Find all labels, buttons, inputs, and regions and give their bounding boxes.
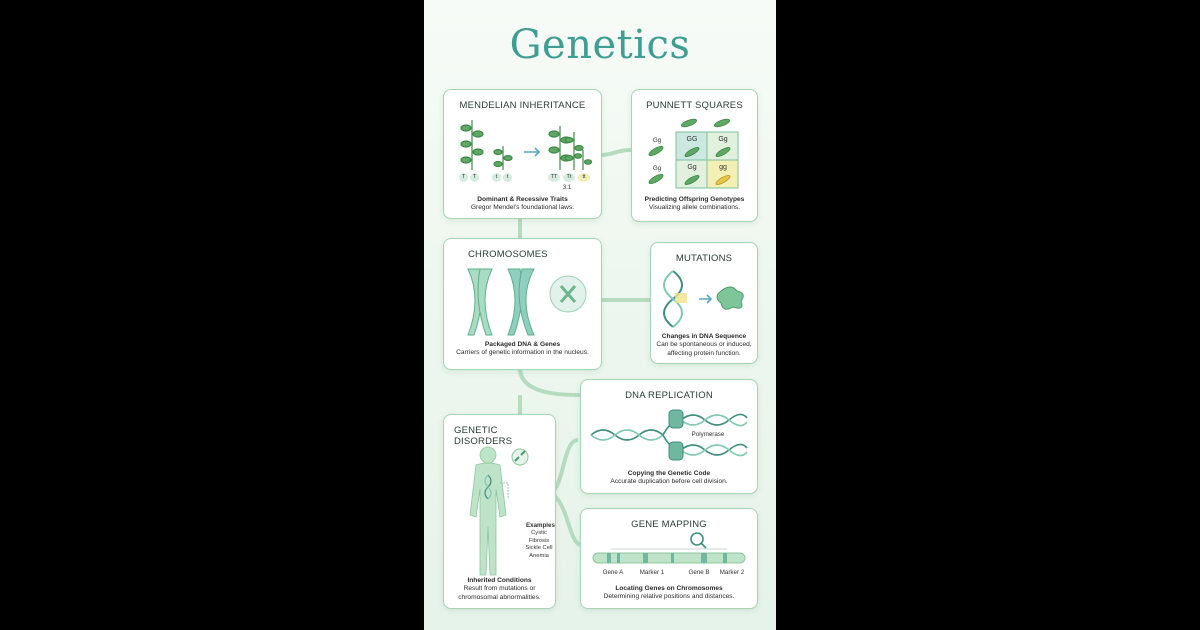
dna-replication-card: DNA REPLICATION Polymerase Copying the G… bbox=[580, 379, 758, 494]
mutations-card: MUTATIONS Changes in DNA Sequence Can be… bbox=[650, 242, 758, 364]
chromosomes-card: CHROMOSOMES Packaged DNA & Genes Carrier… bbox=[443, 238, 602, 370]
allele-label: T bbox=[470, 173, 479, 182]
caption-heading: Packaged DNA & Genes bbox=[484, 341, 561, 348]
caption-text: chromosomal abnormalities. bbox=[458, 593, 541, 601]
page-title: Genetics bbox=[509, 22, 691, 68]
dna-replication-illustration bbox=[590, 409, 748, 461]
arrow-icon bbox=[524, 147, 541, 157]
example-item: Anemia bbox=[529, 552, 549, 559]
punnett-cell: gg bbox=[719, 164, 727, 171]
broken-link-icon bbox=[511, 448, 529, 466]
punnett-cell: GG bbox=[686, 136, 698, 143]
mutations-caption: Changes in DNA Sequence Can be spontaneo… bbox=[655, 333, 753, 358]
map-label: Marker 2 bbox=[719, 569, 745, 576]
map-label: Marker 1 bbox=[639, 569, 665, 576]
example-item: Sickle Cell bbox=[525, 545, 553, 552]
allele-label: t bbox=[503, 173, 512, 182]
arrow-icon bbox=[699, 294, 713, 304]
caption-text: Visualizing allele combinations. bbox=[648, 204, 741, 212]
map-label: Gene B bbox=[688, 569, 710, 576]
human-figure-illustration bbox=[469, 446, 529, 576]
caption-text: Result from mutations or bbox=[463, 585, 536, 593]
ratio-label: 3:1 bbox=[562, 184, 572, 191]
caption-text: Can be spontaneous or induced, bbox=[656, 341, 752, 349]
caption-text: Accurate duplication before cell divisio… bbox=[610, 478, 728, 486]
examples-heading: Examples bbox=[526, 522, 555, 529]
polymerase-label: Polymerase bbox=[691, 431, 725, 438]
mendelian-inheritance-title: MENDELIAN INHERITANCE bbox=[459, 100, 586, 111]
genetic-disorders-title: GENETIC DISORDERS bbox=[454, 425, 513, 447]
genetic-disorders-card: GENETIC DISORDERS Examples Cystic Fibros… bbox=[443, 414, 556, 609]
replication-caption: Copying the Genetic Code Accurate duplic… bbox=[585, 470, 753, 487]
punnett-squares-title: PUNNETT SQUARES bbox=[646, 100, 743, 111]
chromosomes-caption: Packaged DNA & Genes Carriers of genetic… bbox=[448, 341, 597, 358]
row-label: Gg bbox=[652, 137, 662, 144]
allele-label: t bbox=[492, 173, 501, 182]
map-label: Gene A bbox=[602, 569, 624, 576]
mendelian-inheritance-card: MENDELIAN INHERITANCE T T t t TT Tt tt 3… bbox=[443, 89, 602, 219]
punnett-grid-illustration bbox=[648, 118, 739, 189]
caption-heading: Inherited Conditions bbox=[467, 577, 532, 584]
mutations-title: MUTATIONS bbox=[675, 253, 733, 264]
caption-heading: Dominant & Recessive Traits bbox=[477, 196, 568, 203]
mutation-illustration bbox=[663, 270, 744, 328]
caption-text: Gregor Mendel's foundational laws. bbox=[470, 204, 575, 212]
caption-heading: Locating Genes on Chromosomes bbox=[615, 585, 723, 592]
gene-mapping-title: GENE MAPPING bbox=[631, 519, 707, 530]
offspring-label: Tt bbox=[563, 173, 575, 182]
gene-mapping-card: GENE MAPPING Gene A Marker 1 Gene B Mark… bbox=[580, 508, 758, 609]
connector-lines bbox=[518, 148, 650, 547]
caption-text: Carriers of genetic information in the n… bbox=[456, 349, 589, 357]
examples-list: Cystic Fibrosis Sickle Cell Anemia bbox=[522, 530, 556, 560]
chromosome-illustration bbox=[467, 268, 587, 336]
allele-label: T bbox=[459, 173, 468, 182]
caption-heading: Changes in DNA Sequence bbox=[661, 333, 747, 340]
offspring-label: TT bbox=[548, 173, 560, 182]
infographic-poster: Genetics MENDELIAN INHERITANCE T T t t T… bbox=[424, 0, 776, 630]
pea-plants-illustration bbox=[460, 120, 593, 170]
mendelian-caption: Dominant & Recessive Traits Gregor Mende… bbox=[448, 196, 597, 213]
example-item: Cystic Fibrosis bbox=[528, 530, 550, 544]
punnett-cell: Gg bbox=[687, 164, 697, 171]
punnett-caption: Predicting Offspring Genotypes Visualizi… bbox=[636, 196, 753, 213]
dna-replication-title: DNA REPLICATION bbox=[625, 390, 713, 401]
caption-text: affecting protein function. bbox=[667, 349, 741, 357]
caption-text: Determining relative positions and dista… bbox=[603, 593, 735, 601]
caption-heading: Predicting Offspring Genotypes bbox=[644, 196, 745, 203]
punnett-squares-card: PUNNETT SQUARES Gg Gg GG Gg Gg gg Predic… bbox=[631, 89, 758, 222]
disorders-caption: Inherited Conditions Result from mutatio… bbox=[448, 577, 551, 602]
caption-heading: Copying the Genetic Code bbox=[627, 470, 711, 477]
offspring-label: tt bbox=[578, 173, 590, 182]
punnett-cell: Gg bbox=[718, 136, 728, 143]
gene-map-illustration bbox=[592, 532, 746, 564]
magnifier-icon bbox=[690, 532, 704, 546]
chromosomes-title: CHROMOSOMES bbox=[468, 249, 548, 260]
row-label: Gg bbox=[652, 165, 662, 172]
mapping-caption: Locating Genes on Chromosomes Determinin… bbox=[585, 585, 753, 602]
